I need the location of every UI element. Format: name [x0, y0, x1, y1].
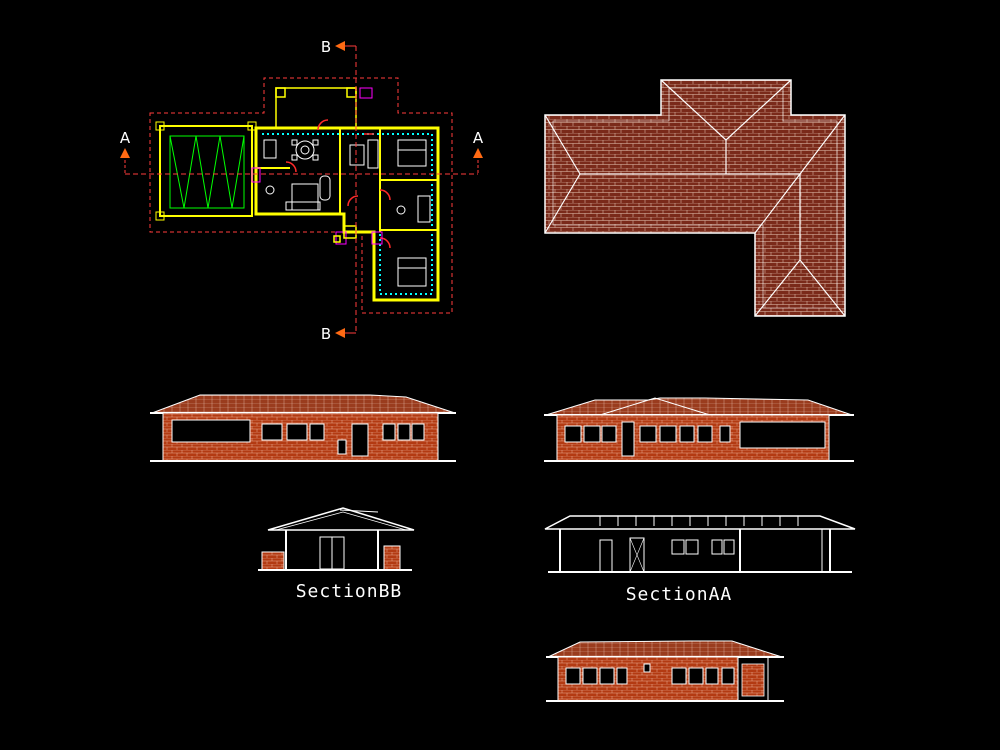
- roof-overhang-outline: [149, 77, 453, 314]
- elevation-side: [546, 640, 784, 702]
- section-arrow-a-left: [120, 148, 130, 158]
- section-aa-drawing: SectionAA: [544, 515, 856, 605]
- elevation-front: [150, 394, 456, 462]
- section-line-aa: A A: [120, 129, 484, 175]
- furniture: [263, 139, 431, 287]
- porch: [275, 87, 373, 129]
- section-arrow-a-right: [473, 148, 483, 158]
- section-bb-drawing: SectionBB: [258, 507, 415, 602]
- caption-section-aa: SectionAA: [626, 584, 733, 605]
- floor-plan: A A B B: [120, 38, 484, 343]
- section-arrow-b-top: [335, 41, 345, 51]
- section-marker-b-bottom: B: [321, 325, 331, 343]
- carport: [155, 121, 257, 221]
- section-arrow-b-bottom: [335, 328, 345, 338]
- windows: [251, 167, 383, 245]
- house-walls: [254, 126, 440, 302]
- elevation-rear: [544, 397, 854, 462]
- section-marker-a-left: A: [120, 129, 131, 147]
- section-marker-a-right: A: [473, 129, 484, 147]
- caption-section-bb: SectionBB: [296, 581, 403, 602]
- doors: [285, 119, 391, 249]
- roof-plan: [544, 79, 846, 317]
- section-line-bb: B B: [321, 38, 357, 343]
- section-marker-b-top: B: [321, 38, 331, 56]
